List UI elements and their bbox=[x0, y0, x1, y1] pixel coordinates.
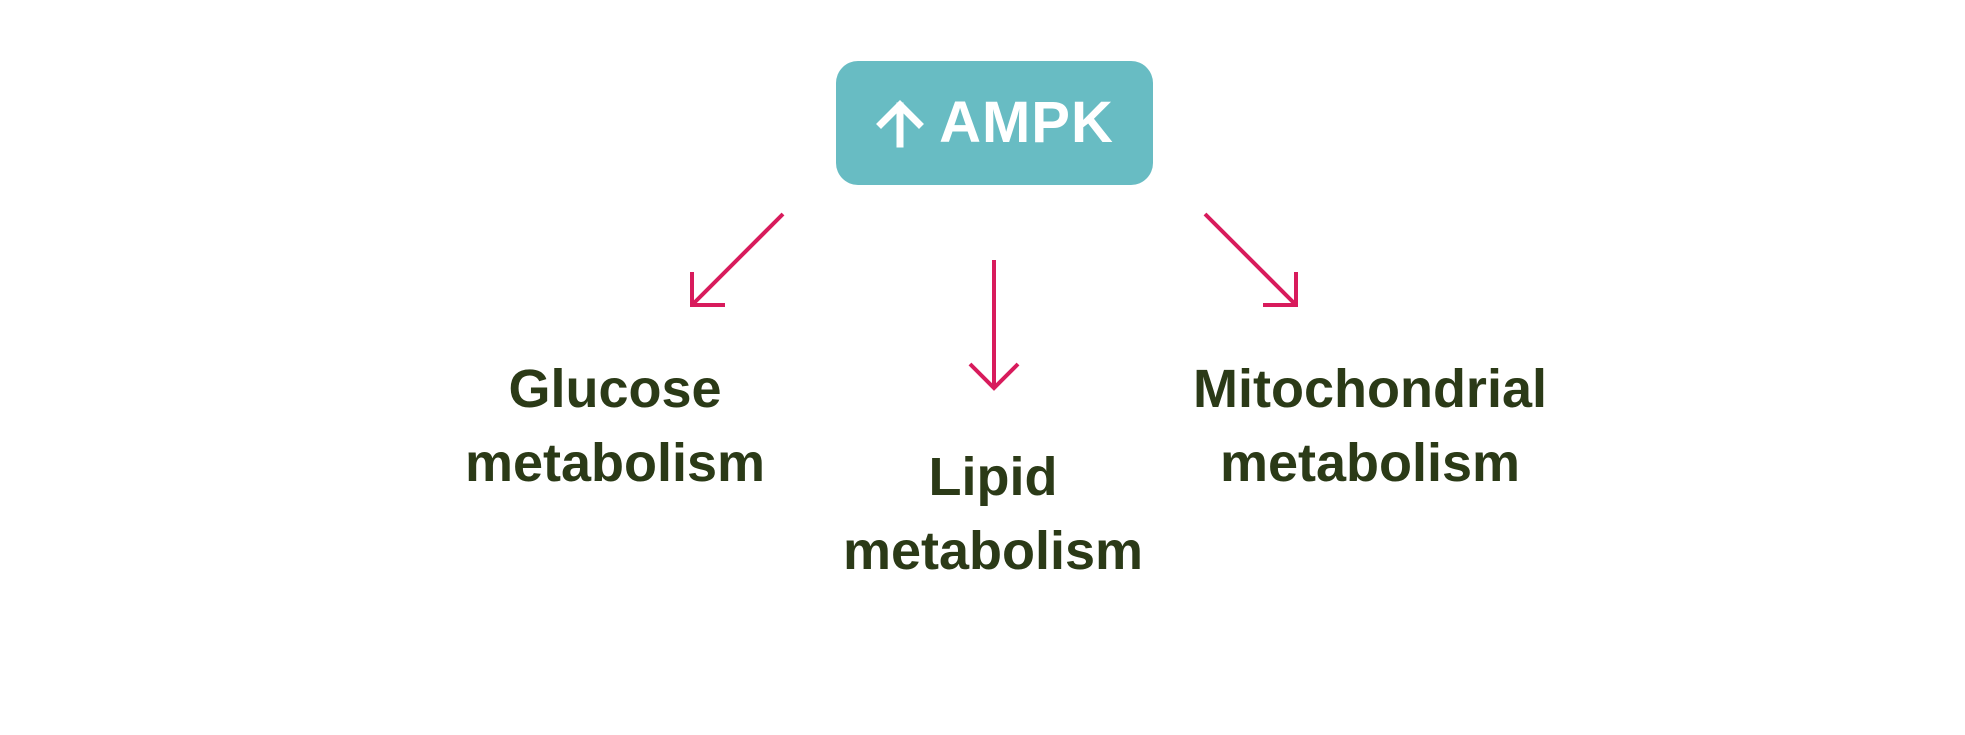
target-line-1: Mitochondrial bbox=[1193, 359, 1547, 419]
arrow-to-mitochondrial bbox=[1203, 212, 1298, 307]
target-line-2: metabolism bbox=[1219, 433, 1521, 493]
ampk-label: AMPK bbox=[939, 90, 1114, 155]
up-arrow-icon bbox=[876, 100, 925, 148]
target-line-1: Lipid bbox=[928, 447, 1058, 507]
target-line-1: Glucose bbox=[508, 359, 722, 419]
arrow-to-lipid bbox=[968, 260, 1020, 391]
glucose-metabolism-label: Glucose metabolism bbox=[440, 352, 790, 500]
target-line-2: metabolism bbox=[842, 521, 1144, 581]
lipid-metabolism-label: Lipid metabolism bbox=[818, 440, 1168, 588]
ampk-node: AMPK bbox=[836, 61, 1153, 185]
target-line-2: metabolism bbox=[464, 433, 766, 493]
mitochondrial-metabolism-label: Mitochondrial metabolism bbox=[1160, 352, 1580, 500]
arrow-to-glucose bbox=[690, 212, 785, 307]
